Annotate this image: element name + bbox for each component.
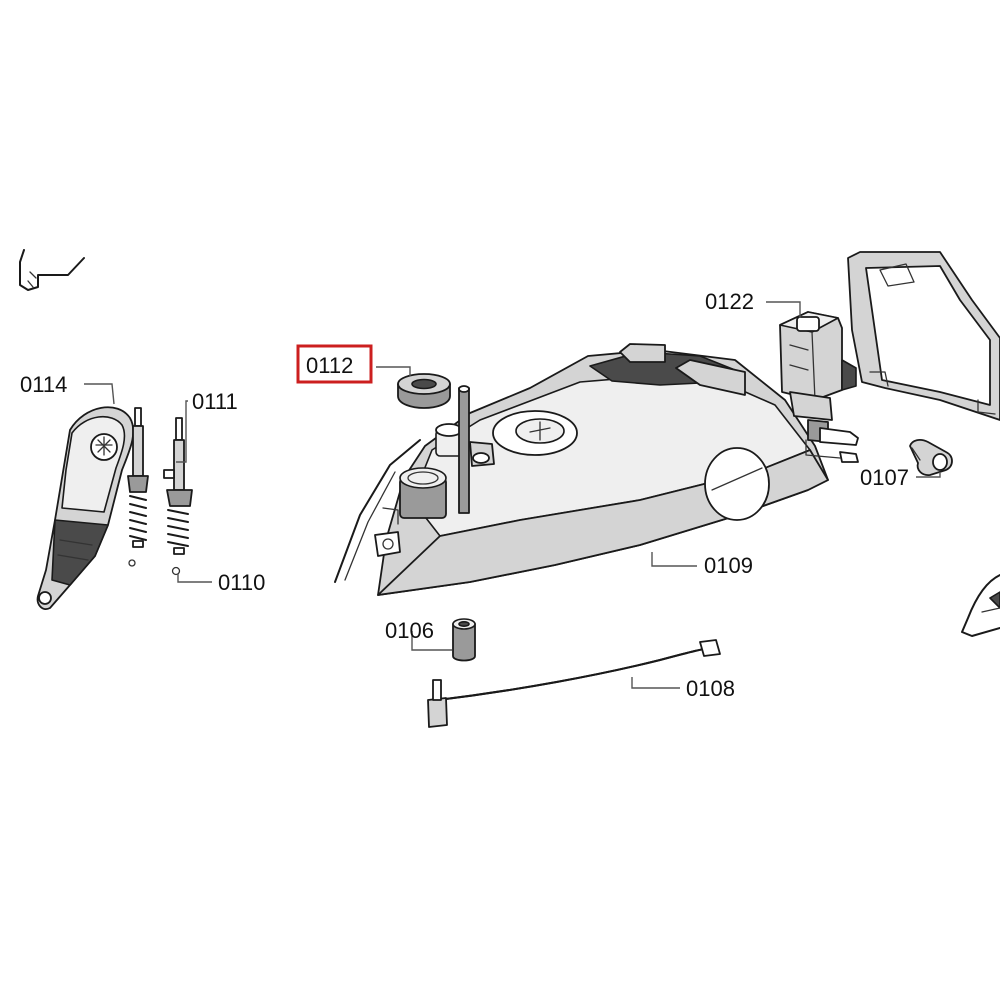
part-0106-spacer[interactable] [452,618,476,662]
partial-component-top-left [19,249,85,291]
leader-0111 [176,400,188,463]
part-0107-connector[interactable] [909,439,953,476]
label-0114[interactable]: 0114 [20,372,67,397]
partial-component-right-edge [961,574,1000,637]
leader-0110 [177,574,212,583]
leader-0114 [84,383,115,405]
leader-0106 [411,631,452,651]
part-0110-ball[interactable] [171,566,181,576]
part-0109-iron-body[interactable] [334,343,829,596]
label-0106[interactable]: 0106 [385,618,434,643]
leader-0108 [631,677,680,689]
part-0114-knob-handle[interactable] [36,406,135,610]
label-0110[interactable]: 0110 [218,570,265,595]
label-0107[interactable]: 0107 [860,465,909,490]
partial-cover-right [847,251,1000,421]
part-0108-tube[interactable] [427,639,721,728]
part-labels: 0114 0111 0110 0112 0122 0107 0109 0106 … [20,289,909,701]
leader-0112 [376,366,411,376]
leader-0107 [916,472,941,478]
label-0109[interactable]: 0109 [704,553,753,578]
label-0111[interactable]: 0111 [192,389,238,414]
label-0108[interactable]: 0108 [686,676,735,701]
leader-0122 [766,301,801,318]
leader-lines [84,301,941,689]
part-0112-seal-ring[interactable] [397,373,451,409]
part-0111-spring-pins[interactable] [127,407,193,567]
label-0112[interactable]: 0112 [306,353,353,378]
part-0122-pump[interactable] [779,311,859,463]
label-0122[interactable]: 0122 [705,289,754,314]
highlight-box-0112 [296,344,373,384]
leader-0109 [651,552,697,567]
